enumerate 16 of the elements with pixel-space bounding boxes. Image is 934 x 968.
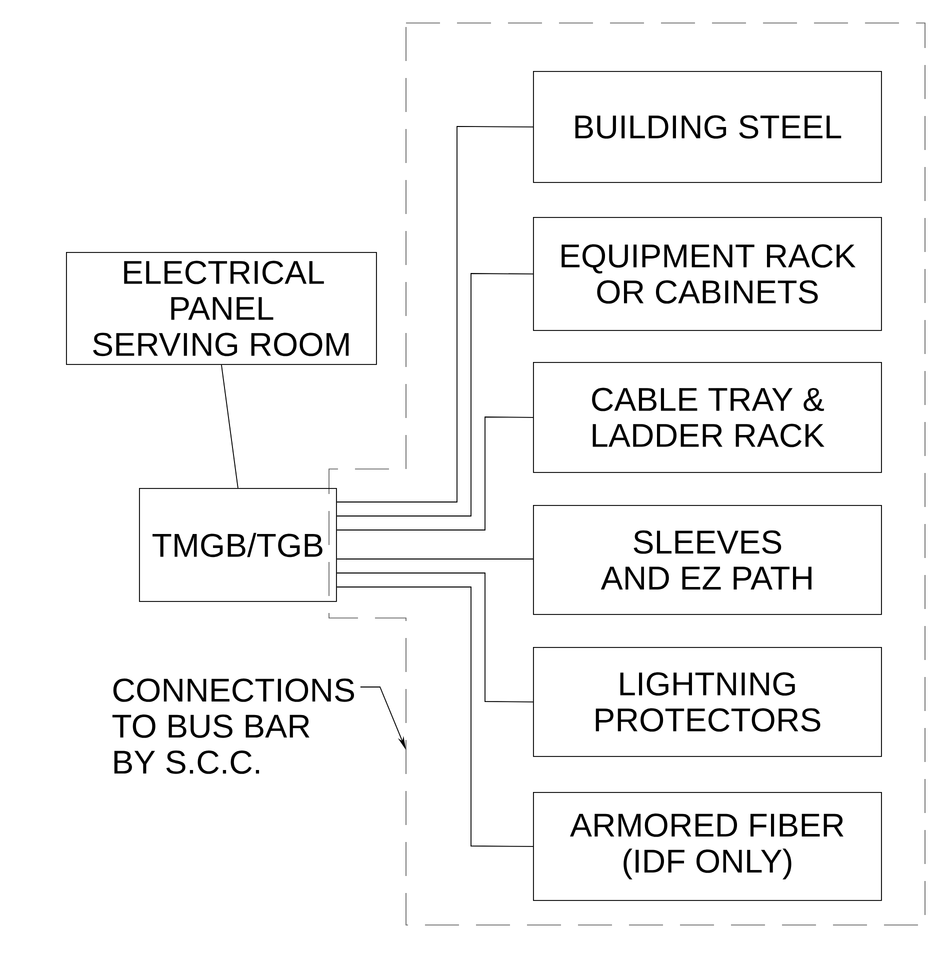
busbar-box: TMGB/TGB (139, 488, 337, 602)
panel-box: ELECTRICAL PANEL SERVING ROOM (66, 252, 377, 365)
wire (221, 364, 238, 488)
wire (336, 586, 534, 847)
wire (336, 273, 534, 516)
note-text: CONNECTIONS TO BUS BAR BY S.C.C. (112, 678, 354, 774)
wire (336, 558, 534, 560)
component-box: CABLE TRAY & LADDER RACK (533, 362, 882, 473)
wire (336, 126, 534, 502)
component-box: ARMORED FIBER (IDF ONLY) (533, 792, 882, 901)
component-box: SLEEVES AND EZ PATH (533, 505, 882, 615)
wire (336, 572, 534, 702)
component-box: LIGHTNING PROTECTORS (533, 647, 882, 757)
component-box: BUILDING STEEL (533, 70, 882, 183)
wire (336, 416, 534, 530)
component-box: EQUIPMENT RACK OR CABINETS (533, 217, 882, 331)
